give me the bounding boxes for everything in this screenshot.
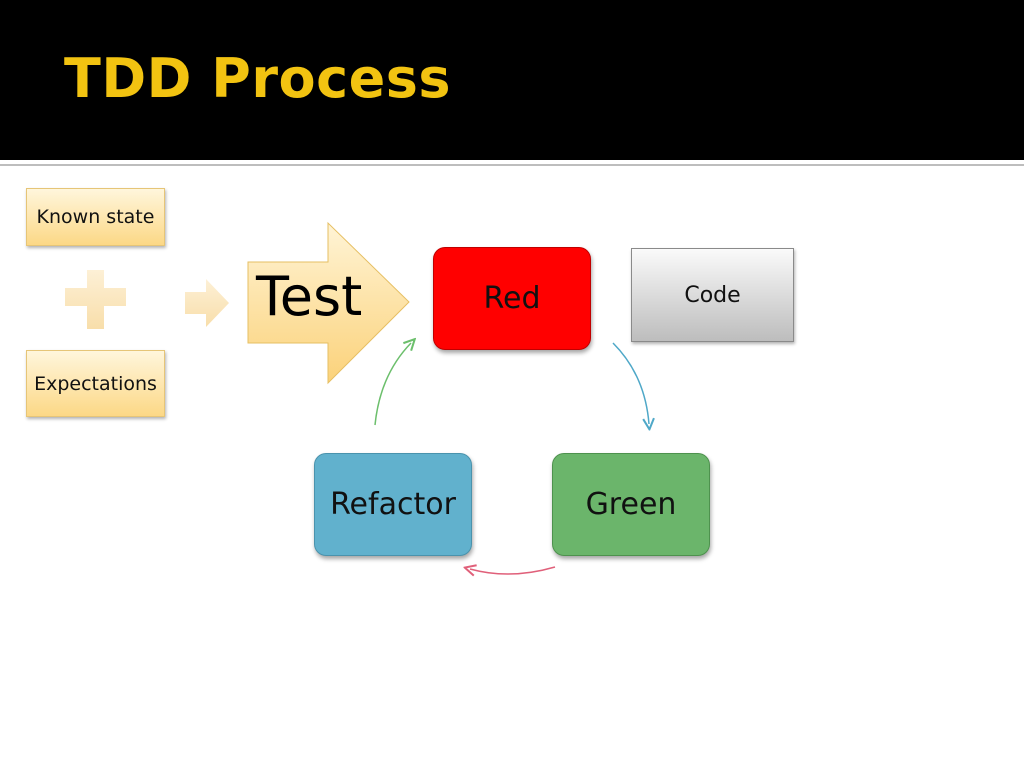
refactor-phase-label: Refactor [330,487,456,522]
green-phase-label: Green [585,487,677,522]
red-phase-box: Red [433,247,591,350]
arrow-red-to-green [612,342,649,424]
expectations-label: Expectations [34,372,157,395]
green-phase-box: Green [552,453,710,556]
code-label: Code [684,282,741,308]
refactor-phase-box: Refactor [314,453,472,556]
test-arrow-shape [247,221,410,385]
slide-header [0,0,1024,160]
known-state-label: Known state [36,206,155,228]
test-label: Test [256,265,363,328]
plus-icon [65,270,126,329]
expectations-box: Expectations [26,350,165,417]
arrow-right-icon [185,279,229,327]
arrow-green-to-refactor [470,567,556,574]
slide-title: TDD Process [64,47,452,110]
header-divider [0,164,1024,166]
arrow-refactor-to-test [374,343,411,426]
red-phase-label: Red [483,281,541,316]
code-box: Code [631,248,794,342]
known-state-box: Known state [26,188,165,246]
